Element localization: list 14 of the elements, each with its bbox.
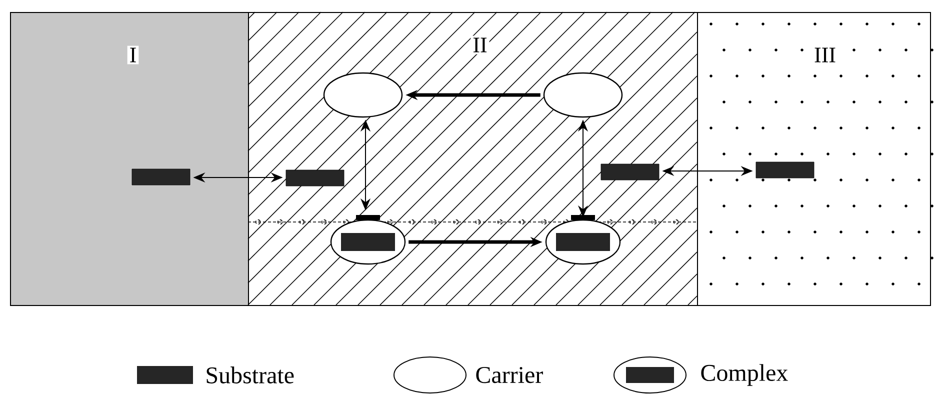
region-band: II (248, 12, 698, 306)
substrate-block (286, 170, 344, 186)
region-band: I (10, 12, 249, 306)
carrier-ellipse (543, 72, 623, 118)
substrate-block (600, 164, 660, 180)
region-band: III (697, 12, 934, 306)
substrate-block (132, 168, 190, 186)
legend-item: Carrier (394, 356, 543, 394)
complex-ellipse (330, 215, 406, 265)
substrate-block (756, 162, 814, 178)
legend-label: Substrate (206, 366, 294, 384)
complex-ellipse (545, 215, 621, 265)
carrier-ellipse (323, 72, 403, 118)
legend-item: Complex (614, 356, 788, 394)
